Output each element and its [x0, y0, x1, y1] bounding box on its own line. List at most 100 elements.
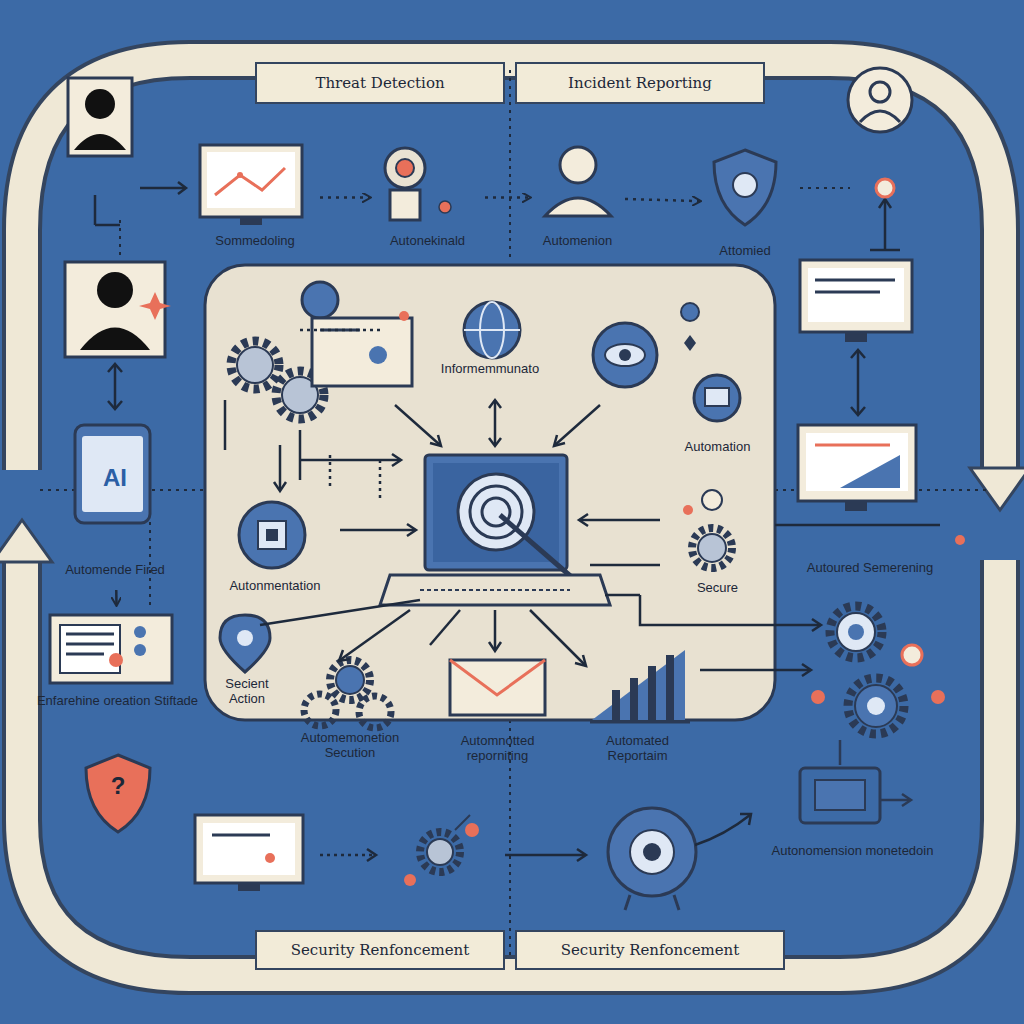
- eye-icon-part: [605, 344, 645, 366]
- layout-arrow-part: [740, 814, 751, 825]
- banner-band: Incident Reporting: [515, 62, 765, 104]
- icon-node: Enfarehine oreation Stiftade: [35, 605, 200, 740]
- layout-arrow-part: [700, 669, 810, 672]
- person-icon-part: [74, 134, 126, 150]
- node-text: Automation: [675, 439, 760, 454]
- gear-icon-part: [867, 697, 885, 715]
- person-icon: [848, 68, 912, 132]
- chip-icon-part: [258, 521, 286, 549]
- icon-node: Automnotted reporniting: [435, 645, 560, 767]
- monitor-icon-part: [240, 217, 262, 225]
- layout-arrow-part: [108, 364, 122, 372]
- alert-icon-part: [879, 199, 891, 208]
- monitor-icon-part: [195, 815, 303, 883]
- node-text: Automemonetion Secution: [280, 730, 420, 760]
- person-icon-part: [870, 82, 890, 102]
- layout-arrow-part: [802, 664, 811, 676]
- chip-icon: [239, 502, 305, 568]
- node-text: AI: [60, 464, 170, 492]
- monitor-icon-part: [808, 268, 904, 322]
- node-text: Autonmentation: [200, 578, 350, 593]
- loop-band-part: [0, 520, 52, 562]
- shield-icon-part: [714, 150, 776, 225]
- laptop-icon-part: [420, 589, 570, 591]
- person-icon-part: [97, 272, 133, 308]
- node-text: Autonekinald: [370, 233, 485, 248]
- alert-icon: [800, 179, 900, 250]
- chip-icon-part: [239, 502, 305, 568]
- node-text: Informemmunato: [410, 361, 570, 376]
- robot-icon-part: [800, 768, 880, 823]
- layout-arrow-part: [178, 182, 186, 194]
- document-icon-part: [50, 615, 172, 683]
- chip-icon-part: [266, 529, 278, 541]
- monitor-icon-part: [212, 834, 270, 837]
- layout-arrow-part: [812, 619, 821, 631]
- layout-arrow: [851, 350, 865, 415]
- alert-icon-part: [870, 249, 900, 252]
- gear-icon-part: [231, 341, 279, 389]
- lock-icon: [683, 490, 732, 568]
- layout-arrow-part: [260, 600, 420, 625]
- eye-icon: [593, 303, 699, 387]
- node-text: ?: [85, 772, 151, 800]
- robot-icon-part: [815, 780, 865, 810]
- layout-arrow-part: [505, 854, 585, 857]
- lock-icon-part: [683, 505, 693, 515]
- layout-arrow-part: [489, 642, 501, 651]
- person-icon: [65, 262, 171, 357]
- alert-icon-part: [800, 187, 850, 189]
- node-text: Incident Reporting: [517, 74, 763, 92]
- gear-icon-part: [336, 666, 364, 694]
- dotted-guides-part: [509, 70, 511, 260]
- monitor-icon-part: [840, 455, 900, 488]
- dotted-guides-part: [119, 215, 121, 255]
- layout-arrow-part: [605, 594, 640, 597]
- bar-chart-icon: [590, 650, 690, 722]
- gear-icon-part: [455, 815, 470, 830]
- shield-node: ?: [85, 750, 151, 835]
- layout-arrow-part: [95, 224, 120, 227]
- flow-arrow: [115, 590, 118, 605]
- layout-arrow-part: [530, 610, 585, 665]
- layout-arrow-part: [695, 815, 750, 845]
- layout-arrow-part: [851, 350, 865, 358]
- document-icon-part: [66, 643, 114, 646]
- icon-node: Secient Action: [212, 610, 282, 710]
- gear-icon-part: [830, 606, 882, 658]
- node-text: Automated Reportaim: [575, 733, 700, 763]
- layout-arrow-part: [367, 849, 376, 861]
- layout-arrow-part: [279, 445, 282, 490]
- node-text: Autonomension monetedoin: [770, 843, 935, 858]
- envelope-icon-part: [450, 660, 545, 695]
- monitor-icon-part: [845, 332, 867, 342]
- loop-band-part: [970, 468, 1024, 510]
- layout-arrow-part: [851, 407, 865, 415]
- layout-arrow-part: [407, 524, 416, 536]
- layout-arrow-part: [329, 455, 332, 490]
- layout-arrow-part: [430, 610, 460, 645]
- dial-icon-part: [630, 830, 674, 874]
- globe-icon-part: [464, 329, 520, 331]
- monitor-icon: [800, 260, 912, 342]
- flow-arrow: [625, 199, 700, 201]
- icon-node: Autonekinald: [370, 140, 485, 255]
- document-icon-part: [369, 346, 387, 364]
- layout-arrow-part: [775, 524, 940, 527]
- icon-node: Secure: [670, 490, 765, 600]
- layout-arrow: [225, 330, 940, 676]
- bar-chart-icon-part: [590, 721, 690, 724]
- node-text: Enfarehine oreation Stiftade: [35, 693, 200, 708]
- shield-icon: [86, 755, 150, 832]
- layout-arrow: [95, 182, 186, 409]
- node-text: Secient Action: [212, 676, 282, 706]
- lock-icon-part: [702, 490, 722, 510]
- gear-icon-part: [427, 839, 453, 865]
- bar-chart-icon-part: [592, 650, 685, 720]
- layout-arrow-part: [554, 435, 565, 446]
- document-icon-part: [66, 653, 104, 656]
- layout-arrow-part: [299, 430, 302, 480]
- monitor-icon-part: [845, 501, 867, 511]
- person-icon-part: [68, 78, 132, 156]
- gear-icon: [404, 815, 479, 886]
